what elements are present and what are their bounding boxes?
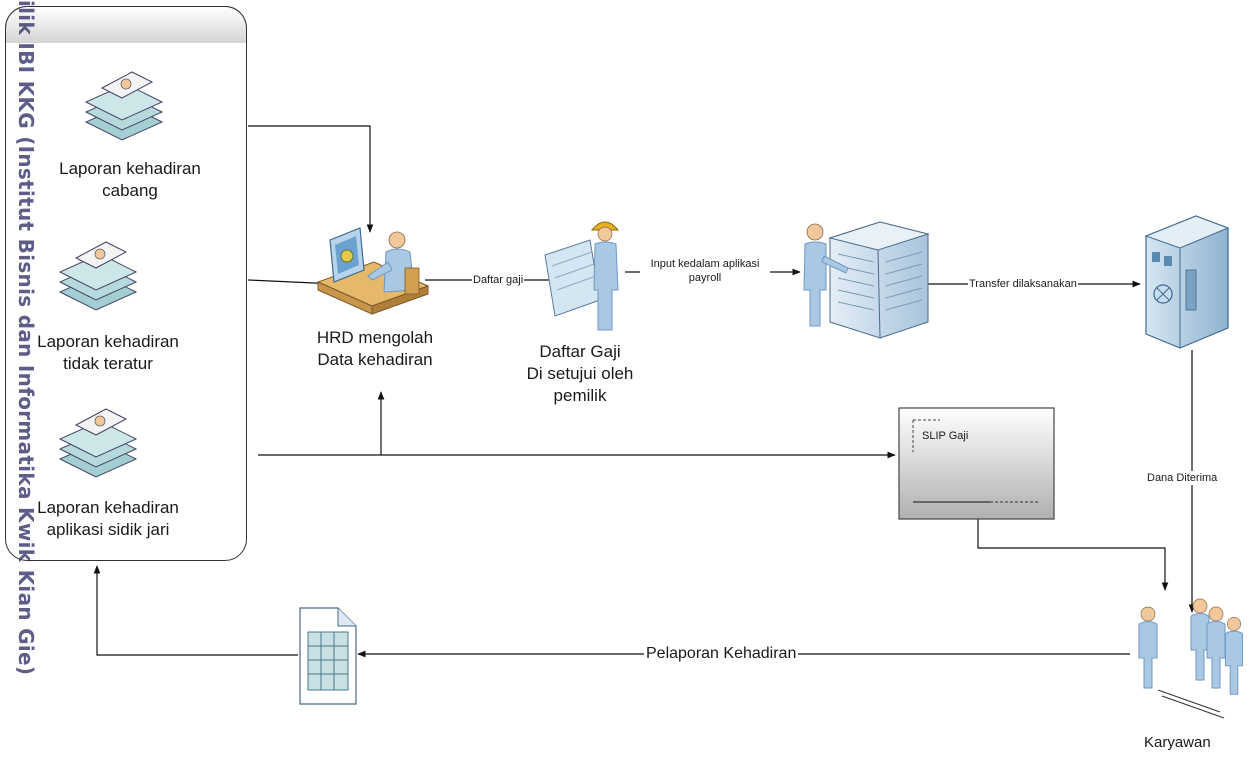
dana-diterima-label: Dana Diterima: [1146, 471, 1219, 486]
watermark-text: ilik IBI KKG (Institut Bisnis dan Inform…: [14, 0, 38, 676]
hrd-workstation-icon: [316, 227, 430, 315]
transfer-arrow-label: Transfer dilaksanakan: [968, 277, 1078, 292]
arrow-report-to-panel: [93, 565, 298, 656]
pelaporan-kehadiran-label: Pelaporan Kehadiran: [644, 644, 799, 665]
bank-building-icon: [1144, 215, 1230, 349]
spreadsheet-report-icon: [299, 607, 357, 705]
slip-gaji-title: SLIP Gaji: [922, 430, 969, 442]
payroll-server-icon: [803, 221, 930, 339]
approver-icon: [544, 221, 620, 331]
slip-gaji-box: [898, 407, 1055, 520]
arrow-slip-to-karyawan: [977, 519, 1169, 591]
daftar-gaji-arrow-label: Daftar gaji: [472, 273, 525, 288]
panel-header-tab: [5, 6, 247, 43]
karyawan-group-icon: [1138, 598, 1244, 719]
attendance-report-panel: [5, 6, 247, 561]
karyawan-label: Karyawan: [1144, 734, 1211, 751]
arrow-cabang-to-hrd: [248, 125, 374, 233]
